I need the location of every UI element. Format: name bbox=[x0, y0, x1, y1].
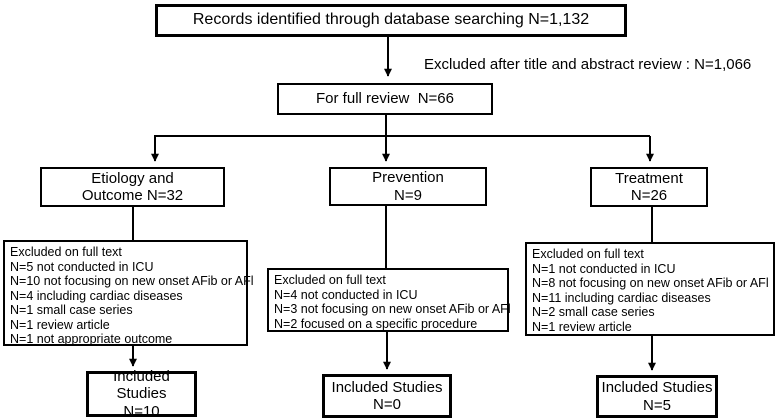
etiology-included-box: Included Studies N=10 bbox=[86, 368, 197, 420]
excluded-item: N=4 including cardiac diseases bbox=[10, 288, 183, 303]
full-review-box: For full review N=66 bbox=[277, 83, 493, 115]
prevention-excluded-box: Excluded on full text N=4 not conducted … bbox=[267, 268, 511, 332]
excluded-header: Excluded on full text bbox=[10, 245, 122, 259]
prevention-title-line1: Prevention bbox=[372, 169, 444, 187]
excluded-item: N=8 not focusing on new onset AFib or AF… bbox=[532, 276, 769, 290]
etiology-outcome-box: Etiology and Outcome N=32 bbox=[40, 167, 225, 207]
excluded-item: N=1 small case series bbox=[10, 303, 133, 317]
etiology-title-line2: Outcome N=32 bbox=[81, 187, 184, 204]
included-count: N=5 bbox=[643, 396, 671, 414]
prevention-title-line2: N=9 bbox=[394, 186, 422, 204]
excluded-item: N=5 not conducted in ICU bbox=[10, 259, 154, 274]
excluded-item: N=1 not conducted in ICU bbox=[532, 261, 676, 276]
excluded-item: N=1 review article bbox=[10, 317, 110, 332]
treatment-title-line2: N=26 bbox=[630, 187, 668, 204]
excluded-header: Excluded on full text bbox=[274, 273, 386, 287]
excluded-item: N=1 not appropriate outcome bbox=[10, 332, 173, 346]
excluded-item: N=2 small case series bbox=[532, 305, 655, 319]
treatment-included-box: Included Studies N=5 bbox=[596, 375, 718, 418]
excluded-item: N=4 not conducted in ICU bbox=[274, 287, 418, 302]
prevention-box: Prevention N=9 bbox=[329, 167, 487, 206]
included-count: N=0 bbox=[373, 396, 401, 413]
excluded-header: Excluded on full text bbox=[532, 247, 644, 261]
full-review-label: For full review N=66 bbox=[316, 90, 454, 108]
excluded-item: N=11 including cardiac diseases bbox=[532, 290, 711, 305]
excluded-item: N=1 review article bbox=[532, 319, 632, 334]
included-label: Included Studies bbox=[331, 378, 443, 396]
treatment-title-line1: Treatment bbox=[615, 169, 683, 187]
title-abstract-exclusion-label: Excluded after title and abstract review… bbox=[424, 56, 752, 73]
records-identified-box: Records identified through database sear… bbox=[155, 4, 627, 37]
excluded-item: N=10 not focusing on new onset AFib or A… bbox=[10, 274, 254, 288]
treatment-excluded-box: Excluded on full text N=1 not conducted … bbox=[525, 242, 775, 336]
prevention-included-box: Included Studies N=0 bbox=[322, 374, 452, 418]
included-label: Included Studies bbox=[113, 368, 170, 403]
excluded-item: N=3 not focusing on new onset AFib or AF… bbox=[274, 302, 511, 316]
excluded-item: N=2 focused on a specific procedure bbox=[274, 316, 478, 331]
etiology-title-line1: Etiology and bbox=[91, 169, 174, 187]
included-label: Included Studies bbox=[601, 379, 713, 397]
included-count: N=10 bbox=[123, 402, 160, 420]
etiology-excluded-box: Excluded on full text N=5 not conducted … bbox=[3, 240, 254, 346]
treatment-box: Treatment N=26 bbox=[590, 167, 708, 207]
records-identified-label: Records identified through database sear… bbox=[192, 11, 590, 29]
